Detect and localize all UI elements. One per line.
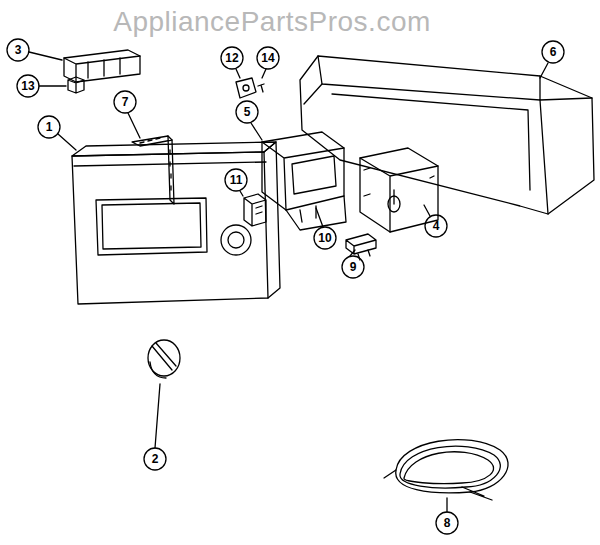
callout-number: 4: [433, 219, 440, 233]
part-1: [72, 142, 280, 304]
callout-number: 2: [152, 452, 159, 466]
callout-number: 6: [550, 45, 557, 59]
callout-number: 10: [318, 231, 331, 245]
callout-number: 11: [230, 173, 243, 187]
callout-number: 8: [444, 516, 451, 530]
part-14: [258, 84, 264, 92]
part-2: [148, 340, 180, 378]
callout-number: 3: [15, 43, 22, 57]
callout-number: 5: [244, 105, 251, 119]
callout-number: 9: [350, 260, 357, 274]
callout-number: 12: [225, 51, 238, 65]
part-4: [360, 148, 438, 232]
leader-lines: [29, 52, 548, 512]
callout-number: 7: [122, 95, 129, 109]
callout-circles: [7, 39, 564, 534]
part-7: [132, 136, 174, 204]
part-9: [346, 234, 376, 260]
part-11: [244, 194, 266, 226]
part-5: [262, 132, 346, 230]
callout-number: 14: [261, 51, 274, 65]
part-13: [68, 77, 84, 93]
watermark: AppliancePartsPros.com: [113, 6, 431, 38]
part-12: [236, 78, 256, 98]
callout-number: 13: [21, 79, 34, 93]
callout-number: 1: [46, 120, 53, 134]
part-8: [384, 440, 508, 500]
part-6: [300, 56, 594, 214]
